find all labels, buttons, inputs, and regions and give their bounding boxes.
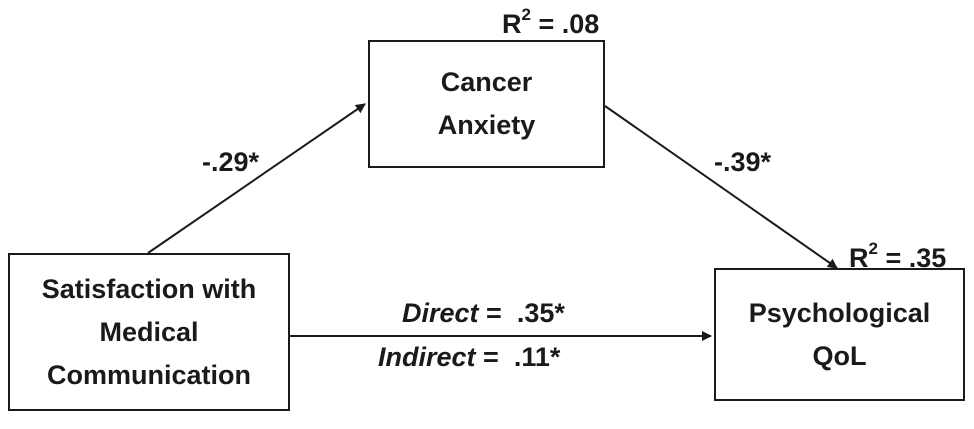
- direct-effect-sep: =: [478, 298, 517, 328]
- direct-effect: Direct = .35*: [402, 297, 565, 329]
- node-label-line: QoL: [812, 340, 867, 371]
- node-label-line: Psychological: [748, 297, 931, 328]
- node-label-line: Communication: [46, 359, 251, 390]
- r2-prefix: R: [849, 243, 869, 273]
- r2-value: = .35: [877, 243, 947, 273]
- node-label-line: Medical: [99, 316, 199, 347]
- r2-value: = .08: [530, 9, 600, 39]
- arrow-satisfaction-to-anxiety: [147, 103, 366, 254]
- r2-psychological-qol: R2 = .35: [849, 236, 946, 274]
- r2-superscript: 2: [521, 5, 531, 24]
- node-cancer-anxiety: Cancer Anxiety: [368, 40, 605, 168]
- arrow-anxiety-to-qol: [604, 105, 838, 269]
- indirect-effect-sep: =: [475, 342, 514, 372]
- node-label-line: Cancer: [440, 67, 533, 97]
- indirect-effect-label: Indirect: [378, 342, 476, 372]
- coefficient-anxiety-to-qol: -.39*: [714, 147, 772, 177]
- direct-effect-value: .35*: [516, 298, 565, 328]
- indirect-effect: Indirect = .11*: [378, 341, 560, 373]
- direct-effect-label: Direct: [402, 298, 479, 328]
- node-satisfaction-medical-communication: Satisfaction with Medical Communication: [8, 253, 290, 411]
- node-psychological-qol: Psychological QoL: [714, 268, 965, 401]
- node-label-line: Satisfaction with: [41, 273, 257, 304]
- r2-cancer-anxiety: R2 = .08: [502, 2, 599, 40]
- coefficient-satisfaction-to-anxiety: -.29*: [202, 147, 260, 177]
- r2-superscript: 2: [868, 239, 878, 258]
- indirect-effect-value: .11*: [513, 342, 561, 372]
- node-label-line: Anxiety: [437, 110, 536, 140]
- r2-prefix: R: [502, 9, 522, 39]
